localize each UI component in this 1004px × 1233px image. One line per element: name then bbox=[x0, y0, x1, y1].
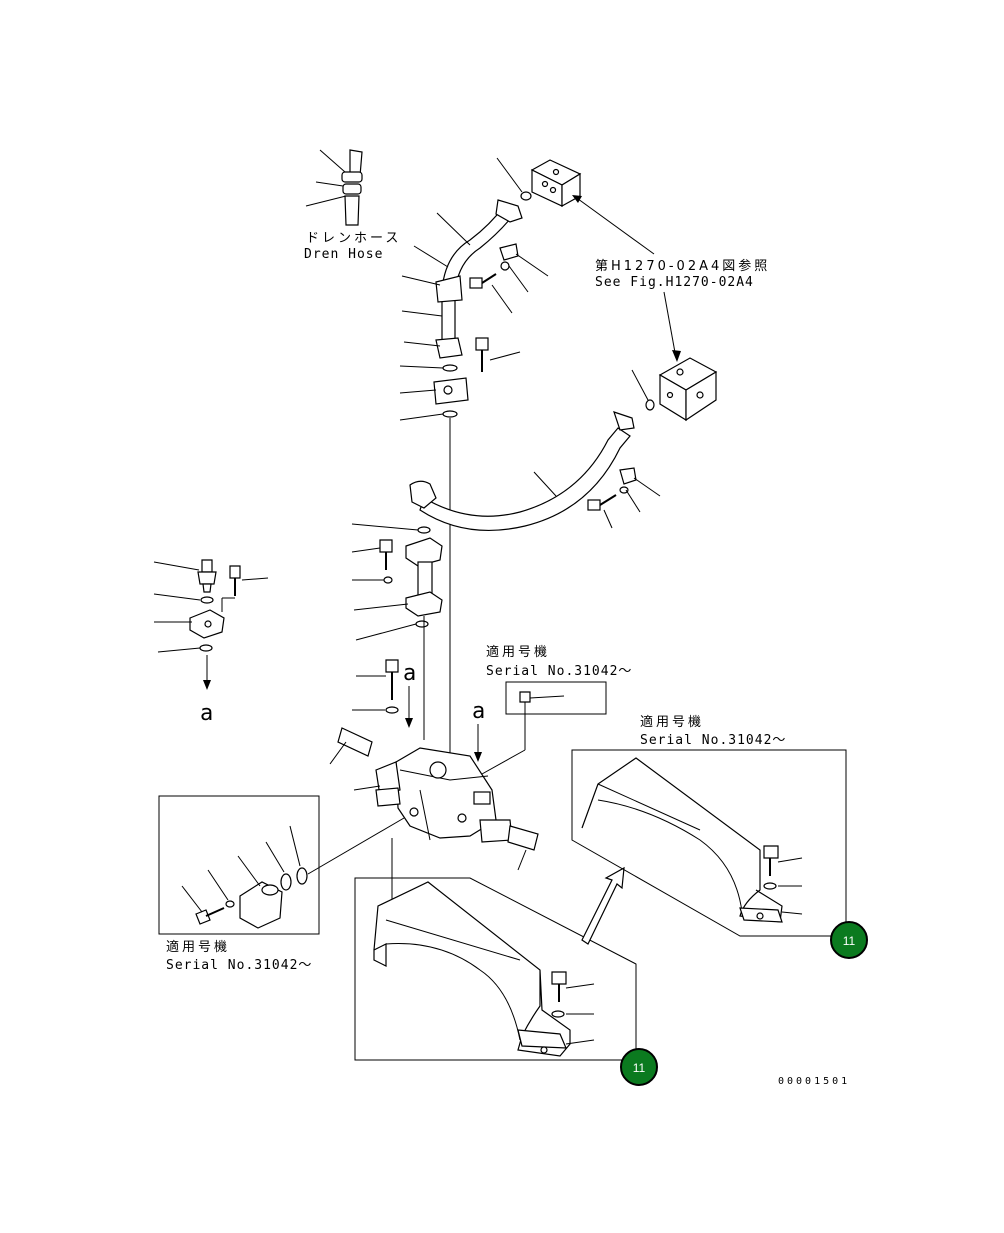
bracket-upper-frame bbox=[571, 749, 847, 937]
arrow-letter-left: a bbox=[200, 701, 214, 726]
applicable-label-valve-jp: 適用号機 bbox=[486, 644, 550, 660]
callout-badge-upper bbox=[830, 921, 868, 959]
callout-badge-upper-label: 11 bbox=[843, 934, 856, 948]
serial-box-left bbox=[158, 795, 320, 935]
drain-hose-label-en: Dren Hose bbox=[304, 247, 383, 262]
callout-badge-lower bbox=[620, 1048, 658, 1086]
serial-label-left: Serial No.31042～ bbox=[166, 958, 312, 973]
fitting-in-box bbox=[519, 691, 531, 703]
applicable-label-left-jp: 適用号機 bbox=[166, 939, 230, 955]
see-figure-arrowhead-side bbox=[672, 350, 681, 362]
left-flange-group bbox=[153, 559, 269, 690]
arrow-a-right-head bbox=[474, 752, 482, 762]
bracket-upper bbox=[581, 757, 803, 923]
cover-plate-group bbox=[181, 817, 405, 929]
valve-block-side bbox=[658, 357, 718, 422]
see-figure-arrowhead-top bbox=[572, 195, 582, 203]
see-figure-label-jp: 第H1270-02A4図参照 bbox=[595, 258, 770, 274]
see-figure-leader-top bbox=[573, 195, 655, 255]
see-figure-label-en: See Fig.H1270-02A4 bbox=[595, 275, 754, 290]
serial-box-valve bbox=[505, 681, 607, 715]
drain-hose-part bbox=[305, 149, 363, 226]
long-hose bbox=[409, 369, 661, 531]
arrow-a-center-head bbox=[405, 718, 413, 728]
drawing-number: 00001501 bbox=[778, 1076, 850, 1087]
applicable-label-right-jp: 適用号機 bbox=[640, 714, 704, 730]
serial-label-valve: Serial No.31042～ bbox=[486, 664, 632, 679]
callout-badge-lower-label: 11 bbox=[633, 1061, 646, 1075]
arrow-letter-center: a bbox=[403, 661, 417, 686]
valve-block-top bbox=[530, 159, 582, 208]
serial-label-right: Serial No.31042～ bbox=[640, 733, 786, 748]
upgrade-arrow bbox=[581, 866, 625, 945]
center-tube-group bbox=[351, 523, 451, 760]
drain-hose-label-jp: ドレンホース bbox=[306, 231, 401, 246]
arrow-letter-right: a bbox=[472, 699, 486, 724]
bracket-lower bbox=[373, 881, 595, 1057]
see-figure-leader-side bbox=[663, 291, 677, 359]
upper-hose-assembly bbox=[399, 157, 549, 540]
main-valve-body bbox=[329, 727, 539, 908]
bracket-lower-frame bbox=[354, 877, 637, 1061]
